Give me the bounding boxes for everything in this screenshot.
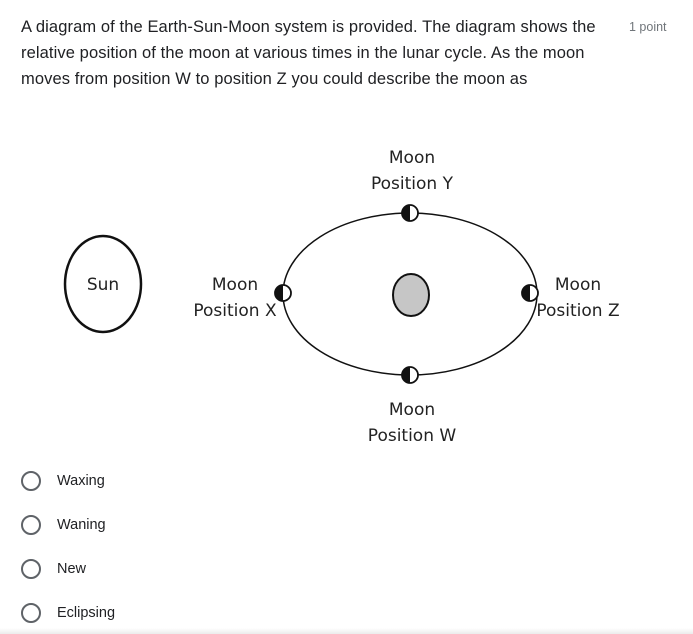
- option-label: New: [57, 561, 87, 577]
- moon-y-label-line1: Moon: [389, 148, 435, 168]
- option-waxing[interactable]: Waxing: [21, 467, 221, 495]
- moon-y-label-line2: Position Y: [371, 174, 454, 194]
- moon-z-label-line1: Moon: [555, 275, 601, 295]
- moon-position-w-icon: [401, 366, 419, 384]
- sun-circle: [63, 234, 143, 334]
- moon-w-label-line2: Position W: [368, 426, 457, 446]
- option-waning[interactable]: Waning: [21, 511, 221, 539]
- option-label: Waxing: [57, 473, 105, 489]
- moon-position-y-icon: [401, 204, 419, 222]
- moon-z-label-line2: Position Z: [536, 301, 619, 321]
- option-label: Waning: [57, 517, 106, 533]
- moon-x-label-line2: Position X: [193, 301, 277, 321]
- moon-position-x-icon: [274, 284, 292, 302]
- moon-x-label-line1: Moon: [212, 275, 258, 295]
- radio-button[interactable]: [21, 515, 41, 535]
- question-text: A diagram of the Earth-Sun-Moon system i…: [21, 18, 596, 88]
- option-eclipsing[interactable]: Eclipsing: [21, 599, 221, 627]
- option-label: Eclipsing: [57, 605, 116, 621]
- radio-button[interactable]: [21, 603, 41, 623]
- earth-sun-moon-diagram: Sun Moon Position Y Moon Position X Moon…: [63, 148, 620, 446]
- option-new[interactable]: New: [21, 555, 221, 583]
- moon-position-z-icon: [521, 284, 539, 302]
- radio-button[interactable]: [21, 559, 41, 579]
- sun-label: Sun: [87, 275, 119, 295]
- moon-w-label-line1: Moon: [389, 400, 435, 420]
- radio-button[interactable]: [21, 471, 41, 491]
- bottom-shadow: [0, 628, 693, 634]
- earth-circle: [392, 273, 430, 317]
- points-label: 1 point: [629, 20, 667, 34]
